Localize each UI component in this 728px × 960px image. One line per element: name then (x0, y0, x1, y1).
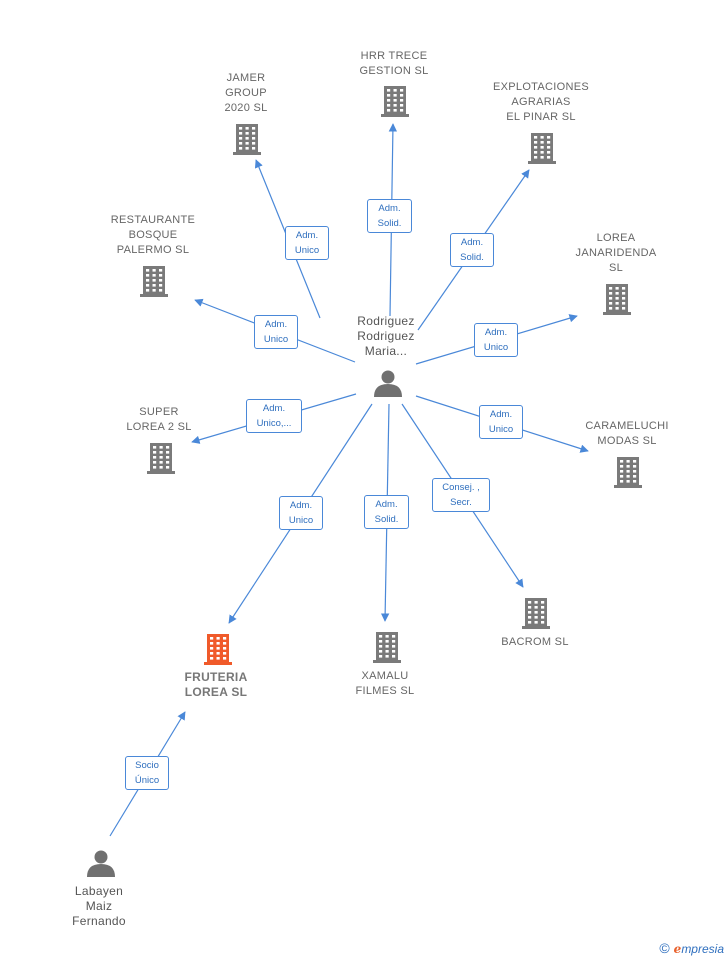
brand-name: mpresia (681, 942, 724, 956)
company-label-restaurante[interactable]: RESTAURANTE BOSQUE PALERMO SL (110, 214, 196, 256)
copyright-symbol: © (659, 940, 670, 956)
relation-label-xamalu[interactable]: Adm. Solid. (364, 495, 409, 529)
relation-label-fruteria[interactable]: Adm. Unico (279, 496, 323, 530)
relation-label-carameluchi[interactable]: Adm. Unico (479, 405, 523, 439)
building-icon-carameluchi[interactable] (614, 457, 642, 488)
person-icon-labayen[interactable] (87, 850, 115, 878)
company-label-fruteria[interactable]: FRUTERIA LOREA SL (184, 670, 248, 699)
building-icon-hrr[interactable] (381, 86, 409, 117)
relation-label-super[interactable]: Adm. Unico,... (246, 399, 302, 433)
empresia-brand: ©empresia (659, 940, 724, 956)
icons (87, 86, 642, 877)
brand-initial: e (673, 942, 682, 956)
company-label-explotaciones[interactable]: EXPLOTACIONES AGRARIAS EL PINAR SL (493, 81, 589, 123)
person-icon-center[interactable] (374, 370, 402, 398)
building-icon-restaurante[interactable] (140, 266, 168, 297)
company-label-bacrom[interactable]: BACROM SL (501, 636, 569, 648)
relation-label-hrr[interactable]: Adm. Solid. (367, 199, 412, 233)
building-icon-fruteria[interactable] (204, 634, 232, 665)
building-icon-lorea-jan[interactable] (603, 284, 631, 315)
relation-label-socio[interactable]: Socio Único (125, 756, 169, 790)
company-label-carameluchi[interactable]: CARAMELUCHI MODAS SL (585, 420, 669, 447)
building-icon-explotaciones[interactable] (528, 133, 556, 164)
relation-label-bacrom[interactable]: Consej. , Secr. (432, 478, 490, 512)
company-label-hrr[interactable]: HRR TRECE GESTION SL (359, 50, 429, 77)
relation-label-lorea-jan[interactable]: Adm. Unico (474, 323, 518, 357)
relation-label-restaurante[interactable]: Adm. Unico (254, 315, 298, 349)
company-label-super[interactable]: SUPER LOREA 2 SL (126, 406, 192, 433)
building-icon-bacrom[interactable] (522, 598, 550, 629)
relation-label-explotaciones[interactable]: Adm. Solid. (450, 233, 494, 267)
center-person-label[interactable]: Rodriguez Rodriguez Maria... (357, 314, 415, 358)
building-icon-xamalu[interactable] (373, 632, 401, 663)
company-label-lorea-jan[interactable]: LOREA JANARIDENDA SL (575, 232, 657, 274)
company-label-xamalu[interactable]: XAMALU FILMES SL (355, 670, 415, 697)
second-person-label[interactable]: Labayen Maiz Fernando (72, 884, 126, 928)
relation-label-jamer[interactable]: Adm. Unico (285, 226, 329, 260)
building-icon-super[interactable] (147, 443, 175, 474)
building-icon-jamer[interactable] (233, 124, 261, 155)
company-label-jamer[interactable]: JAMER GROUP 2020 SL (224, 72, 268, 114)
